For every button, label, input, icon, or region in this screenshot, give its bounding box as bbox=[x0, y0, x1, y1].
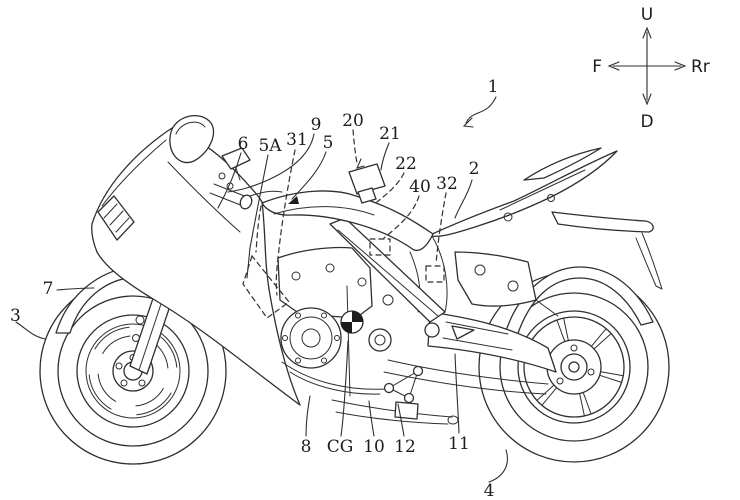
compass-arrow-rear bbox=[674, 61, 687, 71]
leader-12 bbox=[397, 403, 405, 437]
engine bbox=[277, 246, 424, 404]
leader-7 bbox=[56, 287, 95, 291]
component-21-unit bbox=[348, 163, 386, 204]
ref-label-CG: CG bbox=[327, 437, 354, 457]
ref-label-12: 12 bbox=[394, 437, 416, 457]
leader-5 bbox=[291, 151, 327, 200]
ref-label-22: 22 bbox=[395, 154, 417, 174]
front-sprocket bbox=[368, 328, 392, 352]
leader-31 bbox=[275, 149, 296, 296]
compass-arrow-up bbox=[642, 26, 652, 39]
ref-label-10: 10 bbox=[363, 437, 385, 457]
seat-tail-cowl bbox=[409, 147, 663, 313]
leader-1 bbox=[465, 96, 497, 124]
compass-arrow-front bbox=[607, 61, 620, 71]
leader-1-arrow bbox=[462, 117, 474, 128]
ref-label-20: 20 bbox=[342, 111, 364, 131]
leader-20 bbox=[352, 129, 358, 164]
ref-label-2: 2 bbox=[469, 159, 480, 179]
ref-label-7: 7 bbox=[43, 279, 54, 299]
leader-40 bbox=[383, 195, 420, 239]
chain bbox=[383, 359, 549, 395]
fuel-tank bbox=[261, 190, 434, 252]
ref-label-6: 6 bbox=[238, 134, 249, 154]
compass-label-rear: Rr bbox=[691, 57, 710, 77]
leader-2 bbox=[454, 179, 473, 219]
headlight bbox=[97, 195, 135, 241]
ref-label-11: 11 bbox=[448, 434, 470, 454]
leader-4 bbox=[488, 449, 508, 483]
leader-32 bbox=[435, 192, 447, 265]
ref-label-3: 3 bbox=[10, 306, 21, 326]
frame-plate bbox=[454, 251, 559, 317]
compass-rose: U D F Rr bbox=[592, 5, 710, 132]
ref-label-1: 1 bbox=[488, 77, 499, 97]
suspension-linkage bbox=[383, 365, 424, 404]
ref-label-32: 32 bbox=[436, 174, 458, 194]
leader-5-arrow bbox=[288, 196, 299, 204]
reference-numerals: 1 2 3 4 5 5A 6 7 8 9 10 11 12 20 21 22 3… bbox=[10, 77, 498, 500]
ref-label-40: 40 bbox=[409, 177, 431, 197]
ref-label-8: 8 bbox=[301, 437, 312, 457]
compass-arrow-down bbox=[642, 93, 652, 106]
ref-label-5: 5 bbox=[323, 133, 334, 153]
leader-21 bbox=[380, 142, 390, 171]
leader-9 bbox=[227, 133, 315, 193]
leader-22 bbox=[376, 172, 405, 203]
leader-20-arrow bbox=[356, 158, 365, 169]
leader-5A bbox=[246, 154, 269, 279]
leader-11 bbox=[454, 353, 460, 434]
component-40-box bbox=[369, 238, 391, 256]
leader-6 bbox=[217, 152, 242, 209]
windscreen bbox=[169, 115, 215, 164]
ref-label-4: 4 bbox=[484, 481, 495, 500]
handlebar bbox=[209, 147, 283, 210]
footrest-bracket bbox=[551, 211, 663, 290]
component-32-box bbox=[425, 265, 445, 283]
leader-lines bbox=[15, 96, 508, 483]
ref-label-5A: 5A bbox=[258, 136, 282, 156]
compass-label-down: D bbox=[640, 112, 653, 132]
compass-label-front: F bbox=[592, 57, 602, 77]
ref-label-31: 31 bbox=[286, 130, 308, 150]
swingarm bbox=[383, 311, 557, 395]
exhaust bbox=[331, 399, 459, 425]
ref-label-21: 21 bbox=[379, 124, 401, 144]
leader-10 bbox=[368, 400, 375, 437]
leader-8 bbox=[305, 395, 311, 437]
grip-end bbox=[239, 194, 253, 210]
rear-fender bbox=[504, 266, 654, 337]
leader-CG bbox=[340, 340, 349, 437]
leader-3 bbox=[15, 321, 46, 340]
compass-label-up: U bbox=[641, 5, 653, 25]
ref-label-9: 9 bbox=[311, 115, 322, 135]
